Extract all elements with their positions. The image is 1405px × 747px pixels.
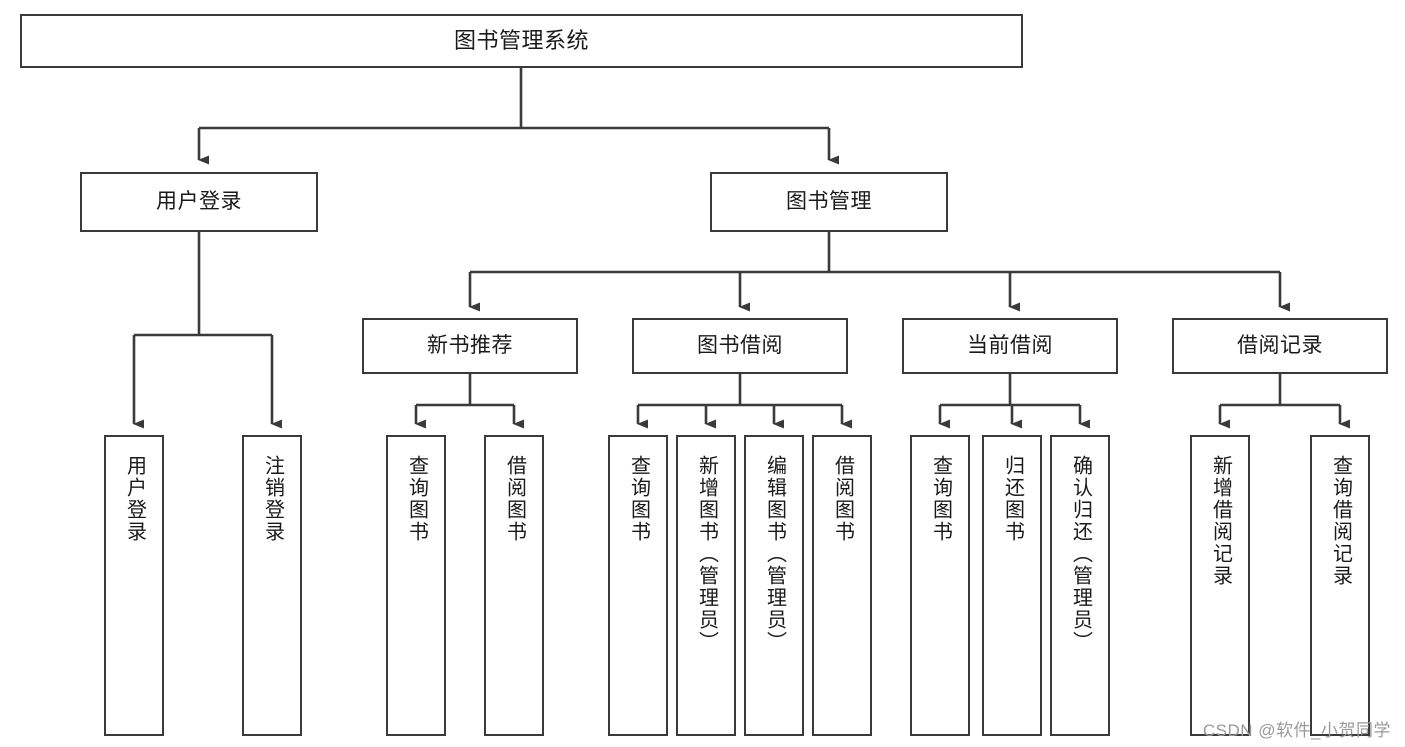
node-user-login-label: 用户登录: [156, 190, 242, 214]
node-leaf-borrow-book-rec[interactable]: 借阅图书: [484, 435, 544, 736]
node-leaf-user-login[interactable]: 用户登录: [104, 435, 164, 736]
node-borrow-records-label: 借阅记录: [1237, 334, 1323, 358]
node-leaf-query-borrow-record-label: 查询借阅记录: [1329, 455, 1352, 587]
node-book-borrow[interactable]: 图书借阅: [632, 318, 848, 374]
node-leaf-query-book-rec[interactable]: 查询图书: [386, 435, 446, 736]
node-current-borrow[interactable]: 当前借阅: [902, 318, 1118, 374]
node-root[interactable]: 图书管理系统: [20, 14, 1023, 68]
node-leaf-confirm-return[interactable]: 确认归还（管理员）: [1050, 435, 1110, 736]
node-current-borrow-label: 当前借阅: [967, 334, 1053, 358]
node-root-label: 图书管理系统: [453, 27, 589, 53]
node-leaf-confirm-return-label: 确认归还（管理员）: [1069, 455, 1092, 653]
node-leaf-query-book-rec-label: 查询图书: [405, 455, 428, 543]
node-user-login[interactable]: 用户登录: [80, 172, 318, 232]
node-leaf-borrow-book-label: 借阅图书: [831, 455, 854, 543]
node-leaf-logout[interactable]: 注销登录: [242, 435, 302, 736]
node-leaf-edit-book-label: 编辑图书（管理员）: [763, 455, 786, 653]
node-leaf-query-book-borrow-label: 查询图书: [627, 455, 650, 543]
node-book-borrow-label: 图书借阅: [697, 334, 783, 358]
node-leaf-add-book[interactable]: 新增图书（管理员）: [676, 435, 736, 736]
node-leaf-edit-book[interactable]: 编辑图书（管理员）: [744, 435, 804, 736]
node-book-management-label: 图书管理: [786, 190, 872, 214]
node-new-book-recommend-label: 新书推荐: [427, 334, 513, 358]
node-borrow-records[interactable]: 借阅记录: [1172, 318, 1388, 374]
node-leaf-add-book-label: 新增图书（管理员）: [695, 455, 718, 653]
node-leaf-query-borrow-record[interactable]: 查询借阅记录: [1310, 435, 1370, 736]
node-leaf-user-login-label: 用户登录: [123, 455, 146, 543]
node-leaf-query-book-borrow[interactable]: 查询图书: [608, 435, 668, 736]
node-leaf-return-book-label: 归还图书: [1001, 455, 1024, 543]
node-leaf-logout-label: 注销登录: [261, 455, 284, 543]
node-new-book-recommend[interactable]: 新书推荐: [362, 318, 578, 374]
node-leaf-query-book-current[interactable]: 查询图书: [910, 435, 970, 736]
node-leaf-borrow-book-rec-label: 借阅图书: [503, 455, 526, 543]
node-leaf-return-book[interactable]: 归还图书: [982, 435, 1042, 736]
node-leaf-borrow-book[interactable]: 借阅图书: [812, 435, 872, 736]
node-book-management[interactable]: 图书管理: [710, 172, 948, 232]
node-leaf-query-book-current-label: 查询图书: [929, 455, 952, 543]
node-leaf-add-borrow-record[interactable]: 新增借阅记录: [1190, 435, 1250, 736]
node-leaf-add-borrow-record-label: 新增借阅记录: [1209, 455, 1232, 587]
